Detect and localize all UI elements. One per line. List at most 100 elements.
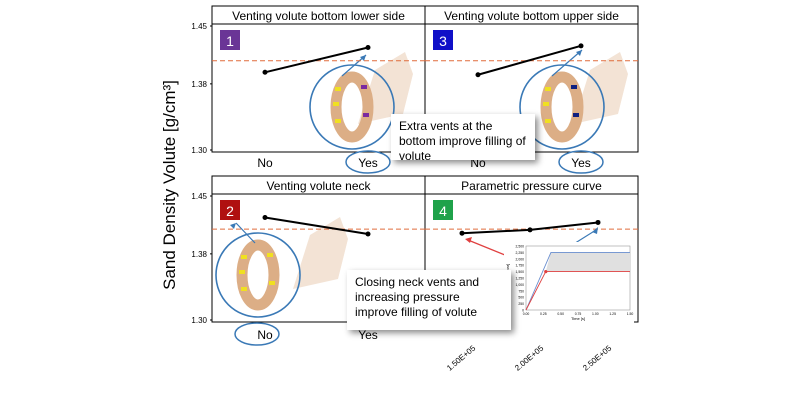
panel-1-ytick-label: 1.38 [191,80,207,89]
panel-4-data-point [527,227,533,233]
zoom-arrow [235,222,256,244]
zoom-circle [309,64,395,150]
vent-marker [269,281,275,285]
panel-1-ytick-label: 1.45 [191,22,207,31]
inset-ytick-label: 1,750 [516,264,525,268]
panel-3-title: Venting volute bottom upper side [444,9,619,23]
panel-2-title: Venting volute neck [266,179,371,193]
vent-marker [573,113,579,117]
panel-4-arrowhead-red [465,237,472,243]
inset-xtick-label: 0.25 [540,312,547,316]
panel-1-category-label: No [257,156,273,170]
vent-marker [241,255,247,259]
vent-marker [335,87,341,91]
zoom-circle [519,64,605,150]
inset-xtick-label: 0.75 [575,312,582,316]
panel-2-data-point [262,214,268,220]
panel-2-highlight-ellipse [234,322,280,346]
vent-marker [571,85,577,89]
panel-3-badge [433,30,453,50]
vent-marker [545,87,551,91]
panel-3-highlight-ellipse [558,150,604,174]
panel-frames: Venting volute bottom lower side 1.45 1.38… [191,5,639,325]
panel-4-data-point [595,219,601,225]
panel-1-badge-number: 1 [226,33,234,49]
inset-frame [525,245,631,311]
y-axis-title: Sand Density Volute [g/cm³] [160,80,179,290]
panel-1-category-label: Yes [358,156,378,170]
inset-ytick-label: 250 [518,302,524,306]
panel-2-category-label: No [257,328,273,342]
vent-marker [335,119,341,123]
panel-2-ytick-label: 1.45 [191,192,207,201]
zoom-arrowhead [576,50,582,56]
panel-4-badge-number: 4 [439,203,447,219]
inset-band [545,252,630,272]
ring-part [330,71,374,143]
inset-ytick-label: 2,000 [516,257,525,261]
panel-2-ytick-label: 1.38 [191,250,207,259]
panel-2-category-label: Yes [358,328,378,342]
inset-ytick-label: 750 [518,289,524,293]
panel-2-badge [220,200,240,220]
inset-ytick-label: 0 [522,309,524,313]
panel-1-highlight-ellipse [345,150,391,174]
panel-2-ytick-label: 1.30 [191,316,207,325]
panel-4-category-label: 2.50E+05 [581,343,614,372]
zoom-arrow [551,49,583,77]
panel-3-data-point [578,43,584,49]
panel-3-category-label: Yes [571,156,591,170]
inset-ytick-label: 1,500 [516,270,525,274]
panel-1-badge [220,30,240,50]
casting-silhouette [293,217,348,289]
vent-marker [239,270,245,274]
panel-2-series-line [264,216,369,236]
panel-2-badge-number: 2 [226,203,234,219]
vent-marker [267,253,273,257]
vent-marker [241,287,247,291]
panel-2-data-point [365,231,371,237]
vent-marker [545,119,551,123]
callout-closing-neck-vents: Closing neck vents and increasing pressu… [347,270,511,330]
ring-part [236,239,280,311]
inset-curve-upper [525,251,630,311]
inset-xtick-label: 1.50 [627,312,634,316]
panel-3-data-point [475,72,481,78]
panel-3-series-line [477,44,582,76]
zoom-arrowhead [360,55,366,61]
zoom-circle [215,232,301,318]
pressure-inset: 2,5002,2502,0001,7501,5001,2501,00075050… [504,242,634,328]
inset-xtick-label: 1.00 [592,312,599,316]
decor-layer [215,49,628,318]
panel-4-category-label: 2.00E+05 [513,343,546,372]
inset-xtick-label: 0.50 [557,312,564,316]
panel-1-series-line [264,46,369,74]
panel-1-data-point [365,44,371,50]
panel-1-ytick-label: 1.30 [191,146,207,155]
casting-silhouette [573,52,628,124]
panel-4-arrowhead-blue [592,227,598,234]
panel-4-data-point [459,230,465,236]
inset-xlabel: Time [s] [571,316,585,321]
panel-4-category-label: 1.50E+05 [445,343,478,372]
panel-4-title: Parametric pressure curve [461,179,602,193]
inset-xtick-label: 1.25 [609,312,616,316]
vent-marker [333,102,339,106]
inset-ytick-label: 2,500 [516,245,525,249]
callout-extra-vents: Extra vents at the bottom improve fillin… [391,114,535,163]
panel-4-badge [433,200,453,220]
inset-xtick-label: 0.00 [523,312,530,316]
panel-3-badge-number: 3 [439,33,447,49]
vent-marker [543,102,549,106]
inset-ytick-label: 500 [518,296,524,300]
y-axis-title-wrap: Sand Density Volute [g/cm³] [150,40,190,340]
inset-knee-point [544,270,548,274]
inset-ytick-label: 2,250 [516,251,525,255]
panel-1-title: Venting volute bottom lower side [232,9,405,23]
vent-marker [361,85,367,89]
panel-1-data-point [262,69,268,75]
ring-part [540,71,584,143]
zoom-arrowhead [230,223,236,229]
inset-ytick-label: 1,000 [516,283,525,287]
